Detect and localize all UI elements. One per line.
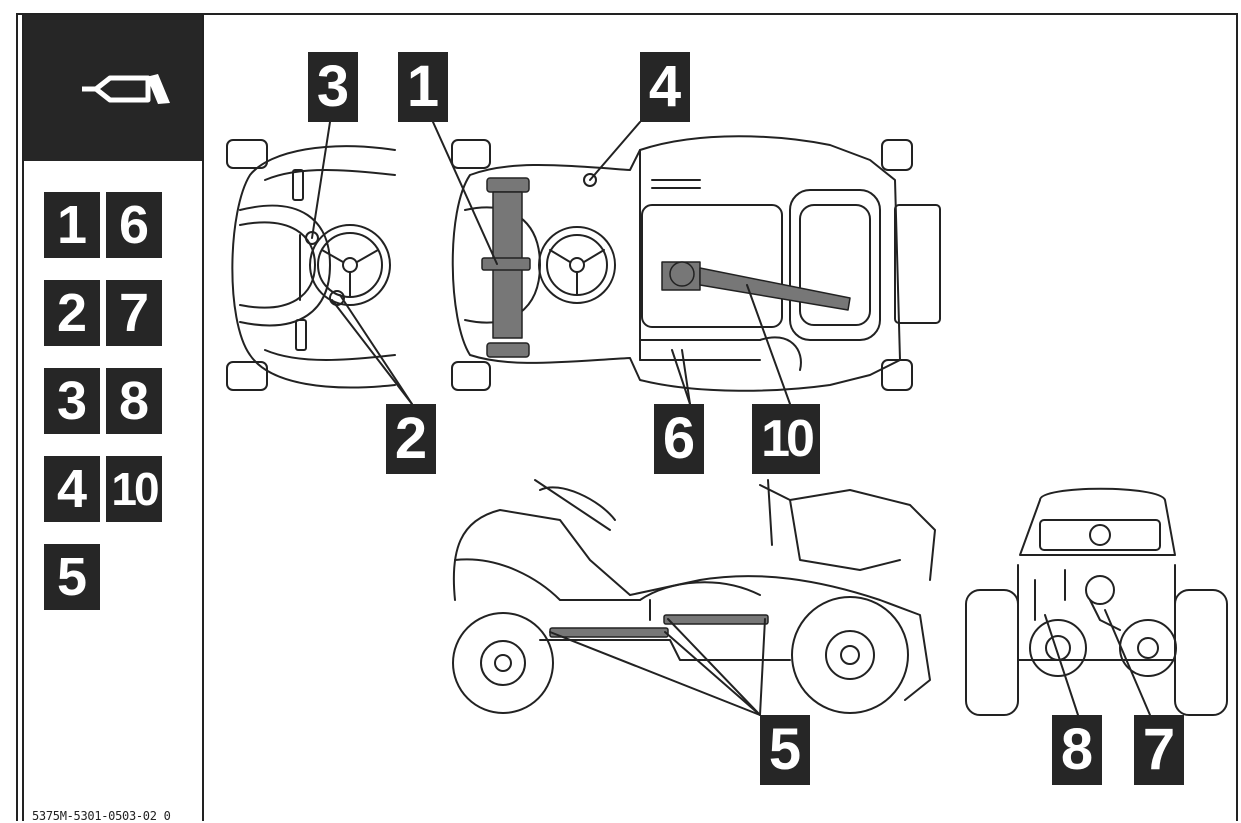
side-frame-rails [549,614,769,638]
callout-7: 7 [1134,715,1184,785]
legend-sidebar: 1 6 2 7 3 8 4 10 5 5375M-5301-0503-02 0 [22,15,204,823]
legend-item: 1 [44,192,100,258]
legend-item: 7 [106,280,162,346]
legend-item: 2 [44,280,100,346]
callout-10: 10 [752,404,820,474]
legend-item: 10 [106,456,162,522]
legend-item: 3 [44,368,100,434]
page-frame [16,13,1238,821]
grease-gun-icon [82,74,170,104]
rear-view [965,487,1228,716]
callout-1: 1 [398,52,448,122]
callout-2: 2 [386,404,436,474]
legend-item: 4 [44,456,100,522]
legend-header [24,15,202,161]
callout-6: 6 [654,404,704,474]
front-axle [481,177,531,358]
document-code: 5375M-5301-0503-02 0 [32,809,171,823]
leader-lines [311,121,1151,716]
legend-item: 5 [44,544,100,610]
callout-8: 8 [1052,715,1102,785]
top-view-front [226,139,396,391]
callout-3: 3 [308,52,358,122]
side-view [452,479,936,714]
callout-5: 5 [760,715,810,785]
tie-rod [661,261,851,311]
top-view-full [451,135,941,392]
callout-4: 4 [640,52,690,122]
legend-item: 8 [106,368,162,434]
legend-item: 6 [106,192,162,258]
